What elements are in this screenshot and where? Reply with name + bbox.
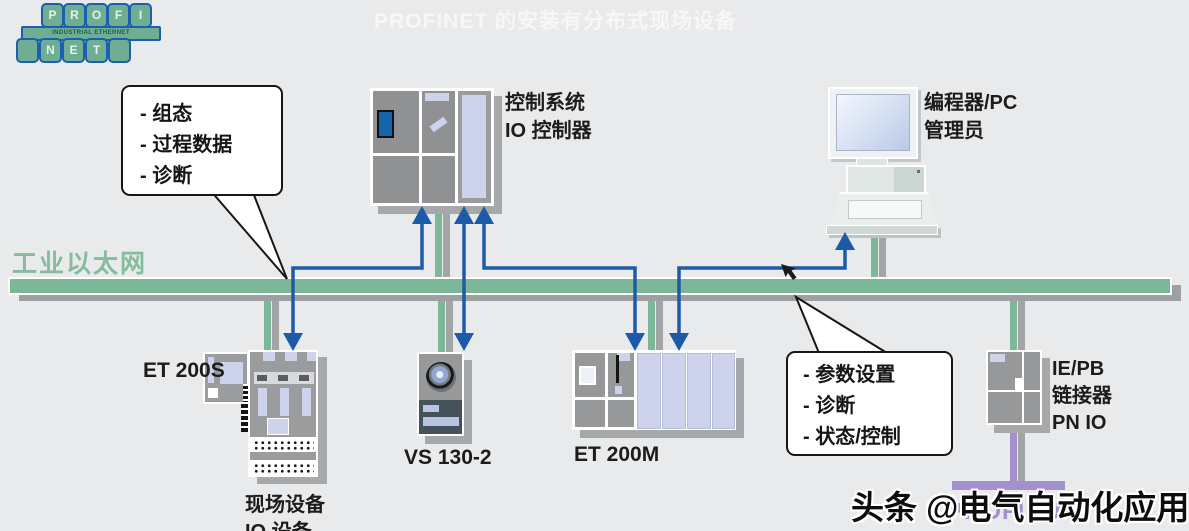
arrowhead-up-icon [474, 206, 494, 224]
iepb-device [986, 350, 1042, 425]
logo-letter-icon: O [85, 3, 108, 28]
logo-letter-icon: R [63, 3, 86, 28]
diagram-title: PROFINET 的安装有分布式现场设备 [374, 10, 738, 33]
logo-letter-icon [108, 38, 131, 63]
connector-iepb [1010, 295, 1017, 352]
arrowhead-up-icon [412, 206, 432, 224]
profibus-drop-line [1010, 424, 1017, 484]
connector-et200s [264, 295, 271, 352]
arrowhead-up-icon [454, 206, 474, 224]
connector-vs130 [438, 295, 445, 352]
logo-letter-icon: T [85, 38, 108, 63]
pc-keyboard [830, 192, 938, 229]
arrowhead-down-icon [454, 333, 474, 351]
et200s-device [203, 350, 318, 477]
watermark: 头条 @电气自动化应用 [851, 489, 1189, 526]
right-callout-bubble: - 参数设置 - 诊断 - 状态/控制 [786, 351, 953, 456]
arrowhead-down-icon [283, 333, 303, 351]
profibus-bus [952, 481, 1065, 490]
et200m-label: ET 200M [574, 443, 660, 466]
arrowhead-down-icon [625, 333, 645, 351]
connector-controller [435, 206, 442, 278]
et200s-sublabel: 现场设备 IO 设备 [245, 494, 325, 531]
pc-label: 编程器/PC 管理员 [924, 92, 1018, 142]
vs130-label: VS 130-2 [404, 446, 492, 469]
pc-monitor [828, 87, 918, 159]
logo-letter-icon: I [129, 3, 152, 28]
logo-letter-icon: P [41, 3, 64, 28]
logo-letter-icon [16, 38, 39, 63]
ethernet-bus [8, 277, 1172, 295]
pc-device [826, 85, 938, 235]
iepb-label: IE/PB 链接器 PN IO [1052, 358, 1112, 434]
profinet-logo: P R O F I INDUSTRIAL ETHERNET N E T [8, 2, 168, 63]
controller-label: 控制系统 IO 控制器 [505, 92, 592, 142]
controller-device [370, 88, 494, 206]
et200s-label: ET 200S [143, 359, 225, 382]
et200m-device [572, 350, 736, 430]
connector-pc [871, 230, 878, 278]
logo-letter-icon: N [39, 38, 62, 63]
arrowhead-down-icon [669, 333, 689, 351]
ethernet-bus-label: 工业以太网 [12, 250, 148, 278]
left-callout-bubble: - 组态 - 过程数据 - 诊断 [121, 85, 283, 196]
camera-lens-icon [426, 362, 456, 392]
vs130-device [417, 352, 464, 436]
logo-letter-icon: F [107, 3, 130, 28]
profibus-label: PROFIBUS [947, 498, 1080, 525]
right-bubble-tail [793, 294, 891, 354]
logo-letter-icon: E [62, 38, 85, 63]
left-bubble-tail [207, 189, 288, 280]
connector-et200m [648, 295, 655, 352]
controller-switch-icon [377, 110, 394, 138]
